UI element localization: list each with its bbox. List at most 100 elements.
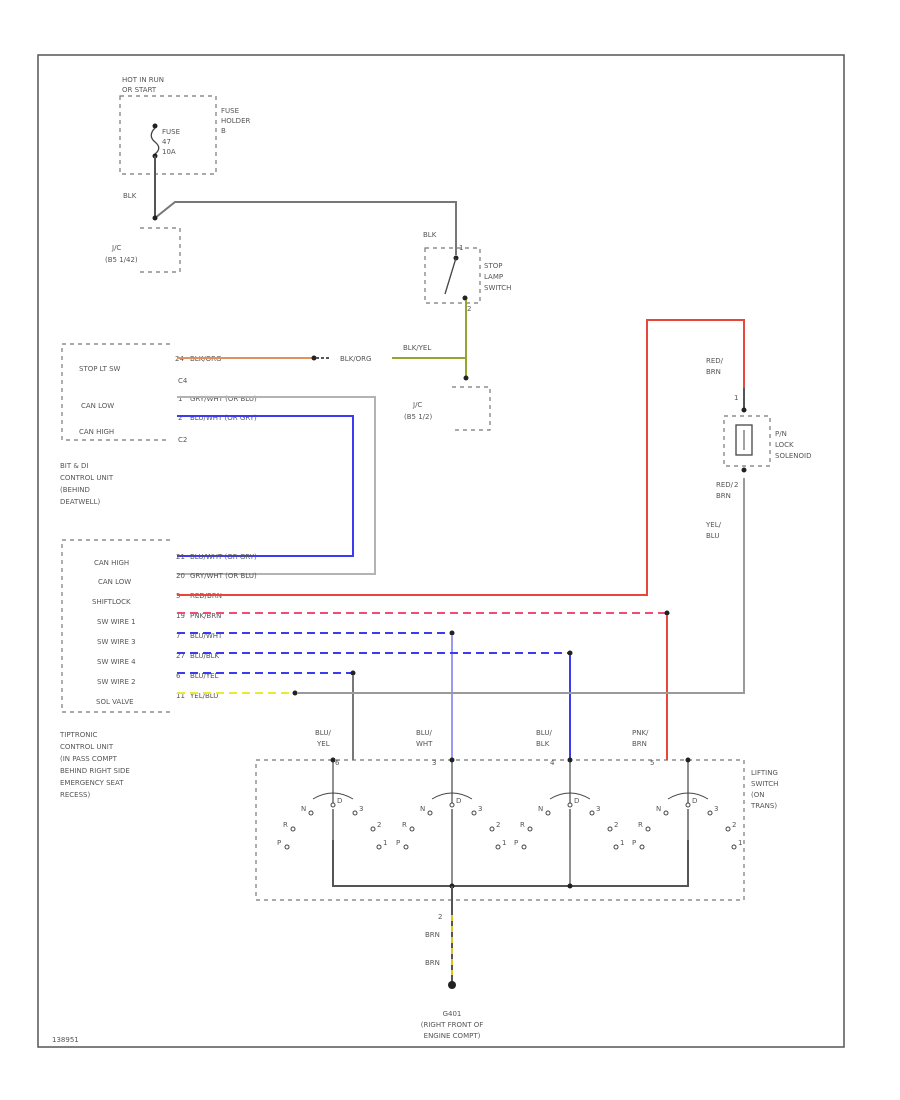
ground-name-2: (RIGHT FRONT OF <box>421 1021 484 1029</box>
tip-row-label-7: SW WIRE 2 <box>97 678 136 686</box>
switch-1-contact-2 <box>290 826 296 832</box>
solenoid-wire-top-1: RED/ <box>706 357 724 365</box>
switch-4-contact-7 <box>731 844 737 850</box>
tip-pin-19: 19 <box>176 612 185 620</box>
wire-blk-to-stop-switch <box>154 201 457 255</box>
tip-wire-4: PNK/BRN <box>190 612 221 620</box>
fuse-holder-label-3: B <box>221 127 226 135</box>
bit-wire-gry-wht: GRY/WHT (OR BLU) <box>190 395 257 403</box>
switch-4-contact-label-5: 3 <box>714 805 718 813</box>
hot-in-run-label: HOT IN RUN <box>122 76 164 84</box>
tip-row-label-3: SHIFTLOCK <box>92 598 131 606</box>
switch-2-contact-1 <box>403 844 409 850</box>
diagram-code: 138951 <box>52 1036 79 1044</box>
stop-switch-pin-2: 2 <box>467 305 471 313</box>
switch-3-contact-5 <box>589 810 595 816</box>
tip-wire-7: BLU/YEL <box>190 672 219 680</box>
switch-1-contact-4 <box>330 802 336 808</box>
switch-2-arc <box>431 792 473 800</box>
stop-switch-contact <box>444 257 457 295</box>
switch-3-contact-2 <box>527 826 533 832</box>
stop-switch-label-1: STOP <box>484 262 502 270</box>
splice-dot-upper <box>152 215 158 221</box>
fuse-terminal-top <box>152 123 158 129</box>
solenoid-name-2: LOCK <box>775 441 794 449</box>
switch-1-contact-6 <box>370 826 376 832</box>
bit-connector-c2: C2 <box>178 436 187 444</box>
switch-2-contact-2 <box>409 826 415 832</box>
bit-row-label-3: CAN HIGH <box>79 428 114 436</box>
switch-2-contact-label-1: P <box>396 839 400 847</box>
blk-wire-label: BLK <box>123 192 137 200</box>
switch-2-contact-label-4: D <box>456 797 461 805</box>
switch-3-contact-7 <box>613 844 619 850</box>
switch-4-top-terminal <box>685 757 691 763</box>
switch-4-contact-label-1: P <box>632 839 636 847</box>
stop-switch-blk-yel-label: BLK/YEL <box>403 344 431 352</box>
switch-1-contact-label-6: 2 <box>377 821 381 829</box>
ground-wire-label-1: BRN <box>425 931 440 939</box>
wire-can-low <box>177 396 376 575</box>
wire-can-high <box>177 415 354 557</box>
bit-unit-name-2: CONTROL UNIT <box>60 474 114 482</box>
jc-upper-label-2: (B5 1/42) <box>105 256 138 264</box>
bit-wire-blu-wht: BLU/WHT (OR GRY) <box>190 414 257 422</box>
bit-unit-name-3: (BEHIND <box>60 486 90 494</box>
ls-wire-3-line1: BLU/ <box>536 729 552 737</box>
lifting-switch-name-4: TRANS) <box>750 802 777 810</box>
tip-wire-1: BLU/WHT (OR GRY) <box>190 553 257 561</box>
switch-4-contact-4 <box>685 802 691 808</box>
switch-3-contact-label-5: 3 <box>596 805 600 813</box>
jc-upper-label-1: J/C <box>111 244 121 252</box>
ground-point <box>448 981 456 989</box>
tip-pin-21: 21 <box>176 553 185 561</box>
switch-2-contact-6 <box>489 826 495 832</box>
switch-4-contact-label-6: 2 <box>732 821 736 829</box>
tip-unit-name-3: (IN PASS COMPT <box>60 755 118 763</box>
switch-4-contact-1 <box>639 844 645 850</box>
tip-unit-name-5: EMERGENCY SEAT <box>60 779 124 787</box>
switch-1-contact-label-3: N <box>301 805 306 813</box>
tip-pin-7: 7 <box>176 632 180 640</box>
switch-3-contact-label-2: R <box>520 821 525 829</box>
switch-3-top-terminal <box>567 757 573 763</box>
solenoid-wire-bot-2: BLU <box>706 532 719 540</box>
switch-4-contact-label-3: N <box>656 805 661 813</box>
stop-lamp-switch: BLK 1 2 STOP LAMP SWITCH <box>423 231 511 313</box>
switch-2-top-terminal <box>449 757 455 763</box>
switch-1-top-terminal <box>330 757 336 763</box>
ground-wire-label-2: BRN <box>425 959 440 967</box>
splice-dot-sw1 <box>664 610 670 616</box>
ls-wire-1-line2: YEL <box>316 740 330 748</box>
switch-1-contact-1 <box>284 844 290 850</box>
switch-1-contact-label-1: P <box>277 839 281 847</box>
bit-pin-2: 2 <box>178 414 182 422</box>
bus-dot-3 <box>567 883 573 889</box>
ls-wire-3-pin: 4 <box>550 759 555 767</box>
stop-switch-pin-1: 1 <box>459 244 463 252</box>
lifting-switch-name-2: SWITCH <box>751 780 778 788</box>
jc-middle-label-2: (B5 1/2) <box>404 413 432 421</box>
switch-4-contact-label-4: D <box>692 797 697 805</box>
switch-2-contact-label-3: N <box>420 805 425 813</box>
solenoid-terminal-top <box>741 407 747 413</box>
switch-3-contact-3 <box>545 810 551 816</box>
tip-unit-name-2: CONTROL UNIT <box>60 743 114 751</box>
ls-wire-1-line1: BLU/ <box>315 729 331 737</box>
switch-3-contact-4 <box>567 802 573 808</box>
switch-2-contact-label-5: 3 <box>478 805 482 813</box>
tip-row-label-6: SW WIRE 4 <box>97 658 136 666</box>
diagram-frame <box>37 54 845 1048</box>
stop-switch-label-3: SWITCH <box>484 284 511 292</box>
switch-1-contact-label-7: 1 <box>383 839 387 847</box>
switch-4-contact-2 <box>645 826 651 832</box>
ls-wire-1-pin: 6 <box>335 759 340 767</box>
tip-pin-20: 20 <box>176 572 185 580</box>
tip-pin-27: 27 <box>176 652 185 660</box>
switch-1-contact-3 <box>308 810 314 816</box>
switch-1-contact-label-5: 3 <box>359 805 363 813</box>
splice-dot-sw4 <box>567 650 573 656</box>
ls-wire-4-pin: 5 <box>650 759 654 767</box>
solenoid-coil <box>735 424 753 456</box>
ls-wire-2-line1: BLU/ <box>416 729 432 737</box>
